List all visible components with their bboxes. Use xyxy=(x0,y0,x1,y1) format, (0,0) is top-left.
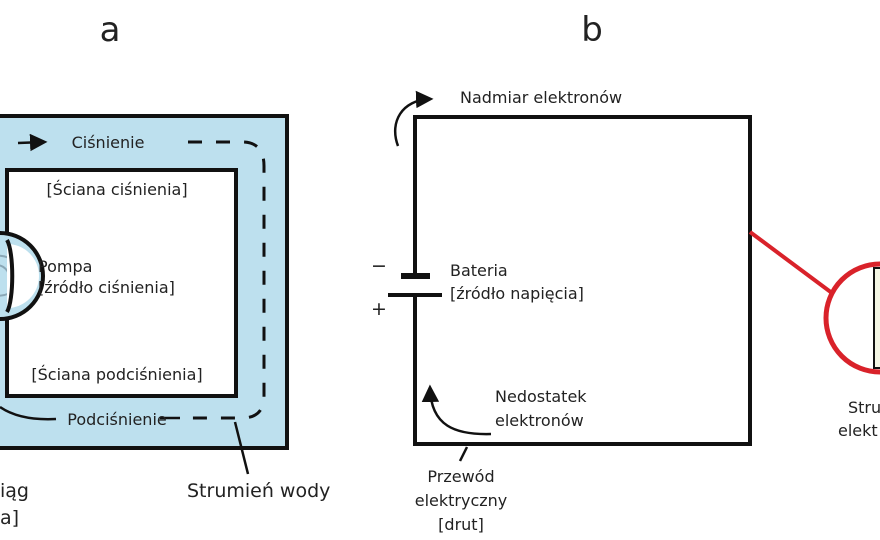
flow-arrow-top xyxy=(17,133,48,152)
cut-left-label-1: iąg xyxy=(0,480,29,502)
pump-inner-mask xyxy=(7,244,39,308)
magnifier-leader xyxy=(748,230,838,298)
deficit-label-1: Nedostatek xyxy=(495,387,587,406)
pump-wall-edge xyxy=(5,238,15,314)
pressure-wall-label: [Ściana ciśnienia] xyxy=(46,180,187,199)
vacuum-label: Podciśnienie xyxy=(67,410,166,429)
wire-label-1: Przewód xyxy=(427,467,494,486)
excess-electrons-label: Nadmiar elektronów xyxy=(460,88,622,107)
battery-source-label: [źródło napięcia] xyxy=(450,284,584,303)
circuit-wire xyxy=(413,115,752,446)
wire-label-3: [drut] xyxy=(438,515,484,534)
wire-label-2: elektryczny xyxy=(415,491,508,510)
battery-label: Bateria xyxy=(450,261,508,280)
wire-leader xyxy=(458,446,469,462)
excess-arrow xyxy=(393,90,434,147)
water-loop xyxy=(0,114,289,450)
vacuum-wall-label: [Ściana podciśnienia] xyxy=(31,365,202,384)
flow-dashes xyxy=(180,140,266,420)
plus-sign: + xyxy=(371,298,387,320)
pressure-label: Ciśnienie xyxy=(72,133,145,152)
deficit-label-2: elektronów xyxy=(495,411,584,430)
pump-label: Pompa xyxy=(38,257,92,276)
panel-a-letter: a xyxy=(100,10,121,50)
water-stream-leader xyxy=(233,421,250,475)
cut-left-label-2: a] xyxy=(0,507,19,529)
cut-right-label-2: elekt xyxy=(838,421,878,440)
panel-b: b − + Bateria [źródło napięcia] Nadmiar … xyxy=(371,10,880,534)
deficit-arrow xyxy=(421,384,492,436)
flow-arrow-bottom xyxy=(0,405,57,421)
magnified-wire xyxy=(873,267,880,369)
panel-b-letter: b xyxy=(581,10,603,50)
cut-right-label-1: Stru xyxy=(848,398,880,417)
water-stream-label: Strumień wody xyxy=(187,480,330,502)
panel-a: a Ciśnienie [Ściana ciśnienia] Pompa [źr… xyxy=(0,10,330,529)
magnifier-circle xyxy=(823,261,880,375)
pump-source-label: [źródło ciśnienia] xyxy=(38,278,175,297)
minus-sign: − xyxy=(371,255,387,277)
